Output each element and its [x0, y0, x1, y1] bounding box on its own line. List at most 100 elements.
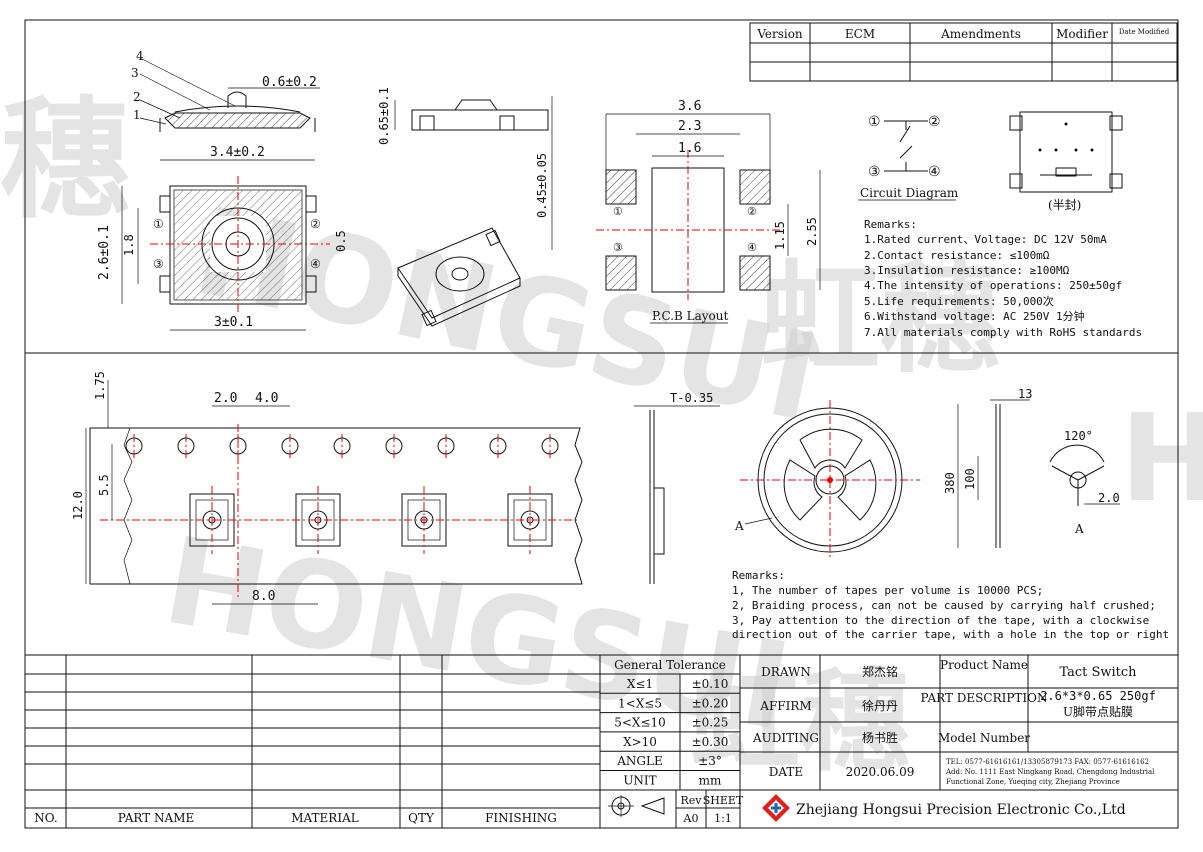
- tolerance-value: mm: [699, 774, 722, 788]
- remark-line-5: 5.Life requirements: 50,000次: [864, 294, 1054, 308]
- tape-dim-175: 1.75: [93, 371, 107, 400]
- hub-detail: 120° 2.0 A: [1049, 429, 1120, 536]
- tolerance-value: ±0.25: [692, 716, 729, 730]
- drawn-value: 郑杰铭: [862, 664, 898, 679]
- col-part-name: PART NAME: [118, 811, 195, 825]
- part-desc-label: PART DESCRIPTION: [921, 691, 1048, 705]
- remark-line-1: 1.Rated current、Voltage: DC 12V 50mA: [864, 233, 1107, 246]
- watermark: 穗 HONGSUI 虹穗 HONGSUI 虹穗 H: [0, 84, 1203, 786]
- tape-remark-1: 1, The number of tapes per volume is 100…: [732, 584, 1043, 597]
- rev-col-ecm: ECM: [845, 27, 875, 41]
- rev-label: Rev: [680, 794, 702, 807]
- affirm-value: 徐丹丹: [862, 698, 898, 713]
- tolerance-range: X≤1: [627, 677, 653, 691]
- pcb-pin-2: ②: [747, 205, 757, 218]
- sheet-border: [24, 19, 1179, 829]
- height-view: 0.65±0.1 0.45±0.05: [377, 87, 553, 250]
- reel-label-a: A: [734, 519, 744, 533]
- drawn-label: DRAWN: [761, 665, 811, 679]
- tolerance-value: ±3°: [698, 754, 722, 768]
- reel-side: 13 380 100: [943, 387, 1032, 548]
- front-pin-2: ②: [310, 217, 321, 231]
- tolerance-range: X>10: [623, 735, 657, 749]
- col-no: NO.: [34, 811, 57, 825]
- tolerance-value: ±0.30: [692, 735, 729, 749]
- tolerance-range: 5<X≤10: [614, 716, 666, 730]
- tape-dim-20: 2.0: [214, 391, 237, 406]
- remark-line-6: 6.Withstand voltage: AC 250V 1分钟: [864, 309, 1085, 323]
- callout-3: 3: [131, 66, 139, 80]
- pcb-dim-16: 1.6: [678, 141, 701, 156]
- circuit-pin-2: ②: [928, 114, 941, 130]
- reel-dia: 380: [943, 472, 957, 494]
- col-material: MATERIAL: [291, 811, 359, 825]
- company-name: Zhejiang Hongsui Precision Electronic Co…: [796, 802, 1126, 818]
- pcb-pin-1: ①: [613, 205, 623, 218]
- part-desc-value-1: 2.6*3*0.65 250gf: [1040, 689, 1156, 703]
- remarks-top: Remarks: 1.Rated current、Voltage: DC 12V…: [864, 218, 1142, 339]
- reel: A: [734, 400, 920, 560]
- affirm-label: AFFIRM: [759, 699, 811, 713]
- dim-stem: 0.6±0.2: [262, 75, 317, 90]
- pcb-pin-4: ④: [747, 241, 757, 254]
- pcb-dim-255: 2.55: [805, 217, 819, 246]
- circuit-diagram: ① ② ③ ④ Circuit Diagram: [858, 114, 959, 201]
- half-seal-label: (半封): [1048, 198, 1081, 212]
- title-block: NO. PART NAME MATERIAL QTY FINISHING Gen…: [25, 654, 1178, 828]
- sheet-value: 1:1: [714, 812, 732, 825]
- projection-symbol: [640, 797, 665, 815]
- tolerance-range: 1<X≤5: [618, 696, 662, 710]
- date-value: 2020.06.09: [846, 765, 915, 779]
- pcb-pin-3: ③: [613, 241, 623, 254]
- remark-line-2: 2.Contact resistance: ≤100mΩ: [864, 249, 1050, 262]
- tolerance-value: ±0.20: [692, 696, 729, 710]
- col-finishing: FINISHING: [485, 811, 557, 825]
- dim-body-h: 2.6±0.1: [97, 225, 112, 280]
- pcb-dim-23: 2.3: [678, 119, 701, 134]
- tape-remark-2: 2, Braiding process, can not be caused b…: [732, 599, 1156, 612]
- rev-col-version: Version: [756, 27, 803, 41]
- company-logo: [762, 794, 790, 822]
- callout-1: 1: [133, 108, 141, 122]
- reel-width: 13: [1018, 387, 1032, 401]
- contact-line-2: Add: No. 1111 East Ningkang Road, Chengd…: [945, 768, 1155, 776]
- svg-text:虹穗: 虹穗: [760, 250, 1000, 389]
- tape-remarks: Remarks: 1, The number of tapes per volu…: [732, 569, 1169, 641]
- model-label: Model Number: [938, 731, 1030, 745]
- rev-col-modifier: Modifier: [1056, 27, 1108, 41]
- callout-2: 2: [133, 90, 141, 104]
- dim-total: 0.45±0.05: [535, 153, 549, 218]
- dim-width: 3.4±0.2: [210, 145, 265, 160]
- front-view: ① ② ③ ④ 2.6±0.1 1.8 0.5 3±0.1: [97, 176, 348, 331]
- tolerance-title: General Tolerance: [614, 658, 726, 672]
- auditing-label: AUDITING: [752, 731, 819, 745]
- front-pin-1: ①: [153, 217, 164, 231]
- circuit-title: Circuit Diagram: [860, 186, 959, 200]
- isometric-view: [397, 227, 521, 327]
- front-pin-4: ④: [310, 257, 321, 271]
- tape-dim-120: 12.0: [71, 491, 85, 520]
- remark-line-7: 7.All materials comply with RoHS standar…: [864, 326, 1142, 339]
- dim-body-w: 3±0.1: [214, 315, 253, 330]
- dim-height: 0.65±0.1: [377, 87, 391, 145]
- carrier-tape: 1.75 2.0 4.0 5.5 12.0 8.0: [71, 371, 583, 605]
- tape-dim-40: 4.0: [255, 391, 278, 406]
- tape-remark-3: 3, Pay attention to the direction of the…: [732, 614, 1149, 627]
- circuit-pin-1: ①: [868, 114, 881, 130]
- rev-col-amendments: Amendments: [940, 27, 1021, 41]
- tolerance-range: ANGLE: [616, 754, 662, 768]
- hub-dim: 2.0: [1098, 491, 1120, 505]
- svg-text:穗: 穗: [0, 84, 130, 236]
- pcb-layout: 3.6 2.3 1.6 1.15 2.55 ① ② ③ ④ P.C.B Layo…: [596, 99, 821, 324]
- circuit-pin-3: ③: [868, 164, 881, 180]
- part-desc-value-2: U脚带点贴膜: [1063, 704, 1133, 719]
- pcb-title: P.C.B Layout: [652, 309, 729, 323]
- rev-col-date: Date Modified: [1119, 28, 1170, 36]
- tape-sprocket-holes: [125, 434, 559, 458]
- pcb-dim-36: 3.6: [678, 99, 701, 114]
- col-qty: QTY: [408, 811, 435, 825]
- product-name-value: Tact Switch: [1059, 665, 1137, 680]
- revision-table: Version ECM Amendments Modifier Date Mod…: [749, 22, 1178, 82]
- contact-line-3: Functional Zone, Yueqing city, Zhejiang …: [946, 778, 1120, 786]
